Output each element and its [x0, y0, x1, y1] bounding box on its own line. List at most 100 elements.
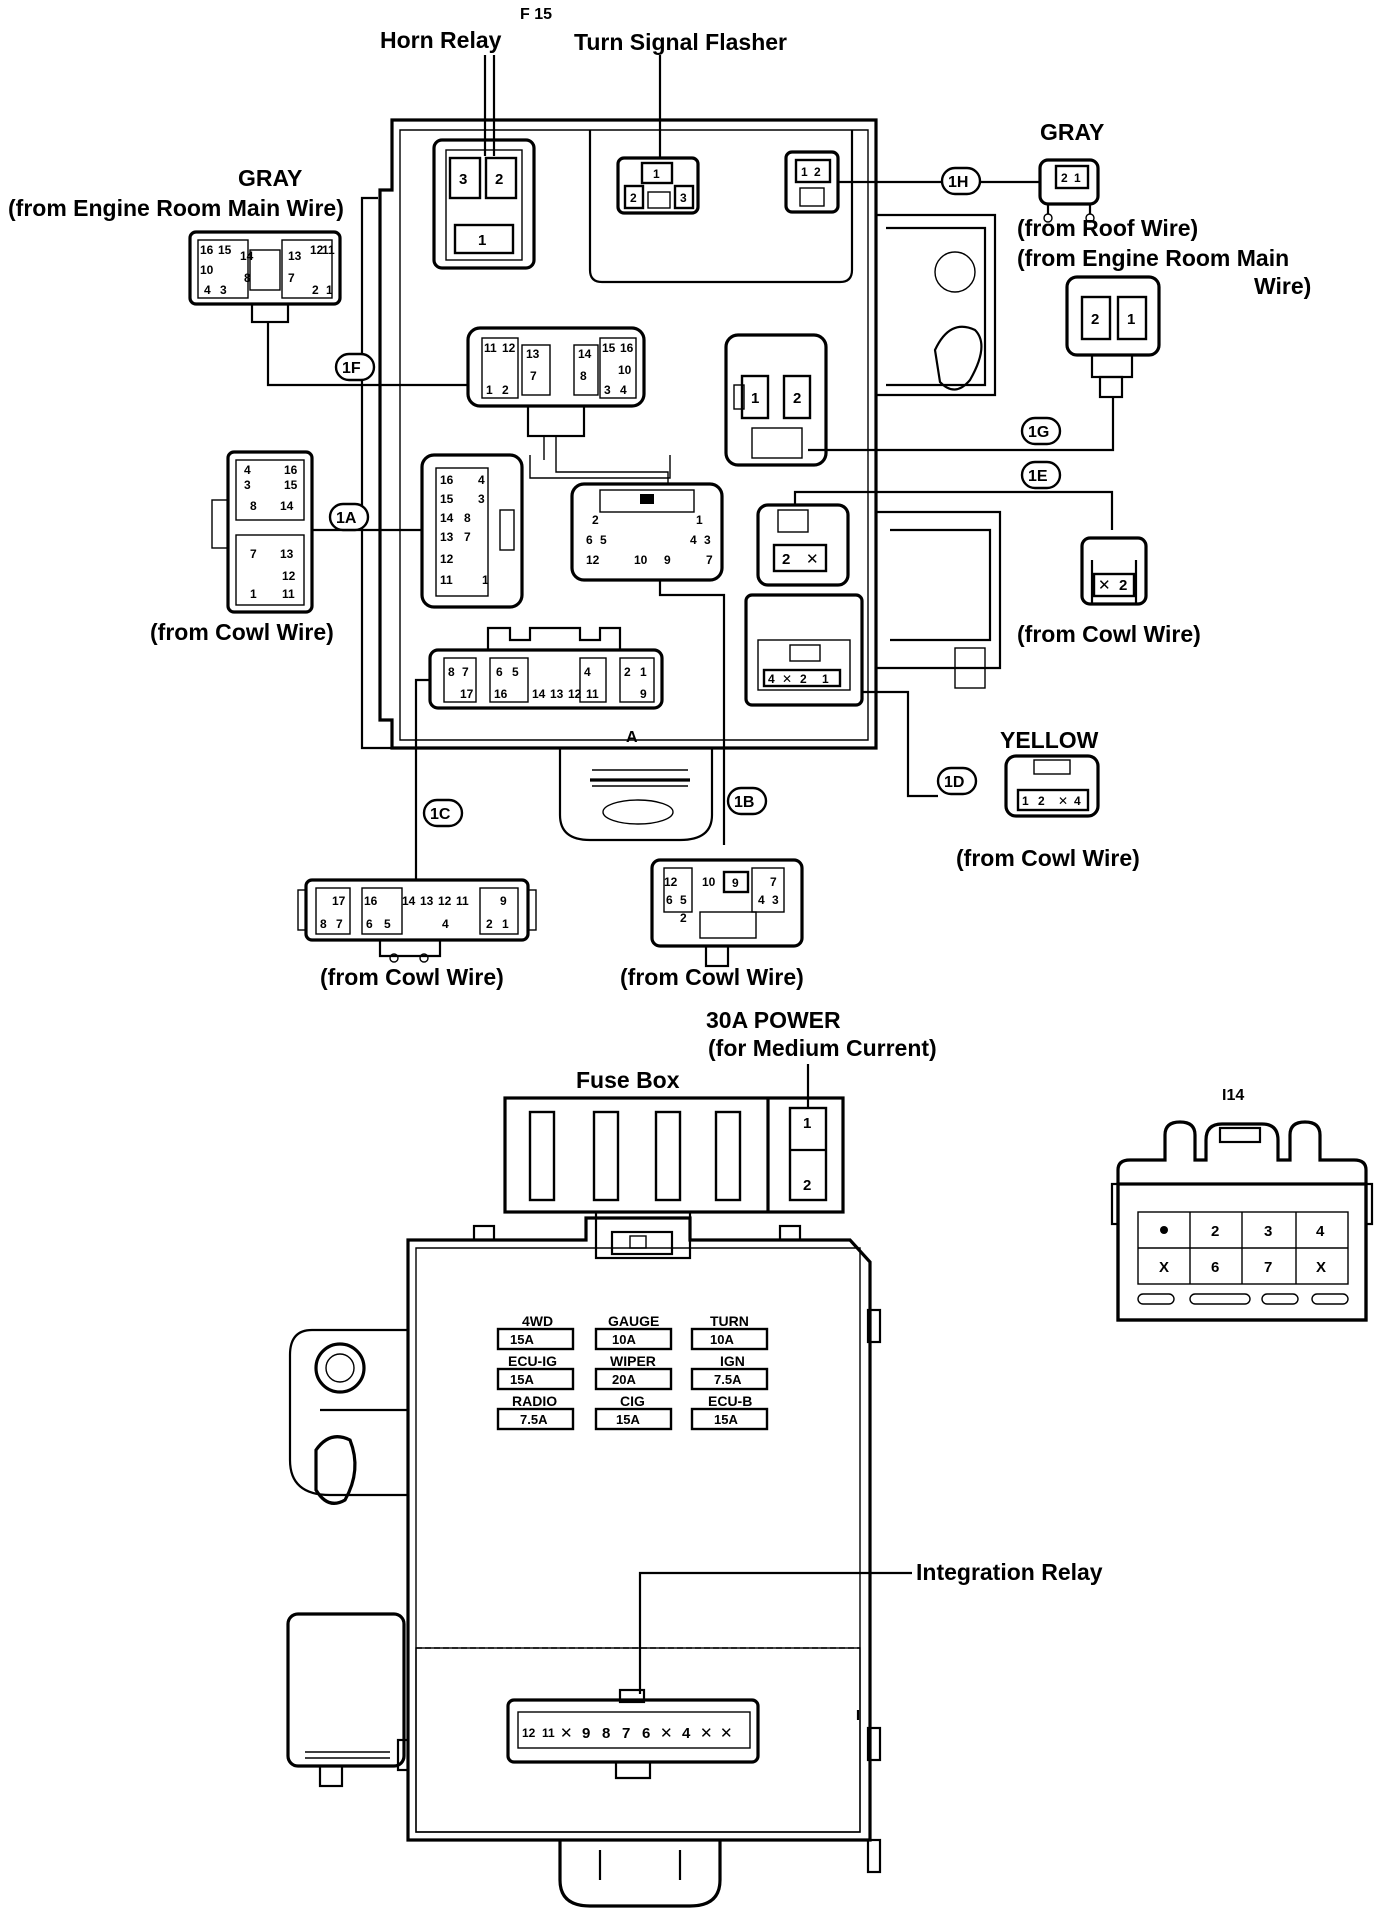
pin-1a-block: 4: [478, 473, 485, 487]
pin-1f: 1: [486, 383, 493, 397]
fuse-name: ECU-B: [708, 1393, 752, 1409]
pin-1c-block: 9: [640, 687, 647, 701]
fuse-block-outline: [286, 1210, 882, 1908]
connector-1e-plug: ✕ 2: [1080, 536, 1148, 606]
pin-1a-plug: 8: [250, 499, 257, 513]
pin-1f: 11: [484, 341, 497, 355]
pin-1c-block: 6: [496, 665, 503, 679]
fuse-name: RADIO: [512, 1393, 557, 1409]
pin-1c-plug: 9: [500, 894, 507, 908]
pin-1f: 8: [580, 369, 587, 383]
flasher-pin: 3: [680, 191, 687, 205]
pin-1b-block: 10: [634, 553, 648, 567]
pin-1c-plug: 17: [332, 894, 346, 908]
pin-1g-plug: 1: [1127, 311, 1135, 328]
from-engine-room-main-line2: Wire): [1254, 273, 1311, 299]
x-mark: ✕: [806, 551, 819, 568]
pin-1d-yellow: 2: [1038, 794, 1045, 808]
tag-1h: 1H: [940, 166, 982, 196]
fuse-name: WIPER: [610, 1353, 656, 1369]
pin-gray-left: 14: [240, 249, 254, 263]
connector-1f-block: 11 12 13 14 15 16 7 8 10 1 2 3 4: [466, 326, 669, 484]
pin-1a-plug: 16: [284, 463, 298, 477]
pin-1c-plug: 4: [442, 917, 449, 931]
fuse-name: 4WD: [522, 1313, 553, 1329]
pin-1b-block: 9: [664, 553, 671, 567]
pin-1b-block: 3: [704, 533, 711, 547]
connector-gray-left: 16 15 14 13 12 11 10 8 7 4 3 2 1: [188, 230, 468, 387]
pin-1d-block: 4: [768, 672, 775, 686]
pin-1b-plug: 3: [772, 893, 779, 907]
pin-1d-yellow: 1: [1022, 794, 1029, 808]
pin-1c-plug: 12: [438, 894, 452, 908]
turn-signal-flasher: 1 2 3: [616, 55, 700, 215]
pin-1c-block: 17: [460, 687, 474, 701]
pin-1c-plug: 1: [502, 917, 509, 931]
pin-1b-plug: 5: [680, 893, 687, 907]
pin-1c-block: 8: [448, 665, 455, 679]
fuse-rating: 7.5A: [714, 1372, 742, 1387]
connector-1e-block: 2 ✕: [756, 490, 1114, 587]
horn-relay-pin: 1: [478, 232, 486, 249]
from-engine-room-main-wire-left: (from Engine Room Main Wire): [8, 195, 344, 221]
tag-1c: 1C: [422, 798, 464, 828]
connector-1c-plug: 17 8 7 16 6 5 14 13 12 11 4 9 2 1: [297, 878, 537, 963]
pin-gray-left: 10: [200, 263, 214, 277]
pin-1a-block: 16: [440, 473, 454, 487]
pin-gray-left: 15: [218, 243, 232, 257]
pin-1a-plug: 12: [282, 569, 296, 583]
fuse-rating: 20A: [612, 1372, 636, 1387]
pin-1a-block: 3: [478, 492, 485, 506]
fuse-box-label: Fuse Box: [576, 1067, 680, 1093]
pin-1b-plug: 4: [758, 893, 765, 907]
fuse-list: 4WD 15A GAUGE 10A TURN 10A ECU-IG 15A WI…: [496, 1313, 769, 1431]
pin-1b-block: 1: [696, 513, 703, 527]
pin-gray-left: 1: [326, 283, 333, 297]
fuse-box: 1 2: [503, 1096, 845, 1214]
tag-1g: 1G: [1020, 416, 1062, 446]
pin-1g-plug: 2: [1091, 311, 1099, 328]
pin-i14: 2: [1211, 1223, 1219, 1240]
pin-gray-left: 8: [244, 271, 251, 285]
connector-1c-block: 8 7 17 6 5 16 14 13 4 12 11 2 1 9: [414, 626, 664, 880]
pin-1f: 12: [502, 341, 516, 355]
for-medium-current-label: (for Medium Current): [708, 1035, 937, 1061]
pin-1c-block: 14: [532, 687, 546, 701]
tag-1a-text: 1A: [336, 510, 357, 527]
pin-1f: 7: [530, 369, 537, 383]
pin-gray-left: 7: [288, 271, 295, 285]
pin-1c-block: 13: [550, 687, 564, 701]
connector-1h-gray: 2 1: [1038, 158, 1100, 223]
pin-1a-block: 15: [440, 492, 454, 506]
pin-1c-block: 16: [494, 687, 508, 701]
fuse-name: TURN: [710, 1313, 749, 1329]
tag-1e: 1E: [1020, 460, 1062, 490]
pin-1g-block: 1: [751, 390, 759, 407]
pin-1a-plug: 13: [280, 547, 294, 561]
connector-1g-block: 1 2: [724, 333, 828, 467]
tag-1f: 1F: [334, 352, 376, 382]
pin-1d-block: 2: [800, 672, 807, 686]
flasher-pin: 1: [653, 167, 660, 181]
pin-1d-block: 1: [822, 672, 829, 686]
pin-i14: 4: [1316, 1223, 1325, 1240]
pin-gray-left: 16: [200, 243, 214, 257]
pin-1c-plug: 6: [366, 917, 373, 931]
gray-right-label: GRAY: [1040, 119, 1104, 145]
relay-pin: 11: [542, 1726, 555, 1740]
fuse-rating: 15A: [510, 1372, 534, 1387]
fuse-rating: 10A: [710, 1332, 734, 1347]
pin-1a-block: 7: [464, 530, 471, 544]
pin-1c-plug: 2: [486, 917, 493, 931]
pin-1a-block: 8: [464, 511, 471, 525]
pin-i14: X: [1159, 1259, 1169, 1276]
horn-relay: 3 2 1: [432, 55, 536, 270]
pin-1a-block: 11: [440, 573, 453, 587]
pin-1a-plug: 4: [244, 463, 251, 477]
x-mark: ✕: [560, 1725, 573, 1742]
pin-1f: 2: [502, 383, 509, 397]
fuse-rating: 15A: [616, 1412, 640, 1427]
relay-pin: 4: [682, 1725, 691, 1742]
tag-1e-text: 1E: [1028, 468, 1048, 485]
pin-1f: 10: [618, 363, 632, 377]
